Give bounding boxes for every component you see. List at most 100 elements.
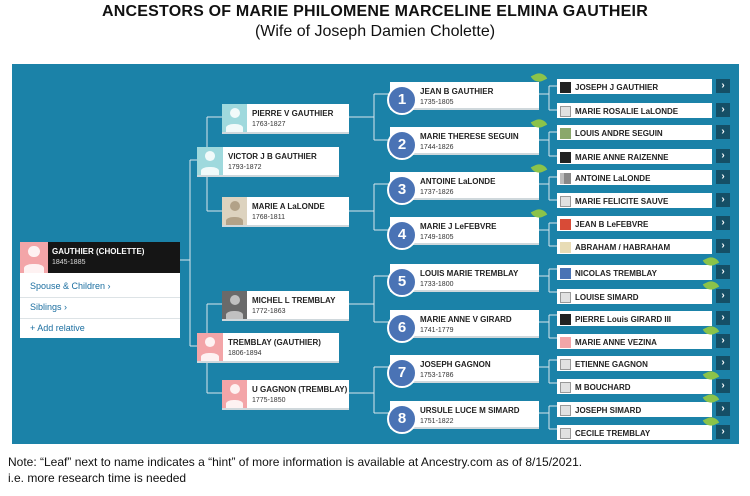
gg-grandparent-card[interactable]: MARIE ROSALIE LaLONDE	[557, 103, 712, 118]
person-dates: 1744-1826	[420, 144, 454, 151]
footnote: Note: “Leaf” next to name indicates a “h…	[8, 454, 748, 486]
expand-arrow-button[interactable]: ›	[716, 334, 730, 348]
home-person-header[interactable]: GAUTHIER (CHOLETTE) 1845-1885	[20, 242, 180, 273]
photo-thumbnail-icon	[560, 173, 571, 184]
gg-grandparent-card[interactable]: MARIE ANNE RAIZENNE	[557, 149, 712, 164]
person-name: U GAGNON (TREMBLAY)	[252, 385, 348, 394]
expand-arrow-button[interactable]: ›	[716, 79, 730, 93]
divider	[20, 318, 180, 319]
siblings-link[interactable]: Siblings ›	[30, 302, 68, 312]
home-person-name: GAUTHIER (CHOLETTE)	[52, 247, 145, 256]
photo-thumbnail-icon	[560, 106, 571, 117]
number-badge: 6	[387, 313, 417, 343]
person-name: MARIE ANNE RAIZENNE	[575, 153, 669, 162]
expand-arrow-button[interactable]: ›	[716, 103, 730, 117]
female-avatar-icon	[560, 337, 571, 348]
expand-arrow-button[interactable]: ›	[716, 170, 730, 184]
female-avatar-icon	[222, 380, 247, 408]
person-name: MARIE THERESE SEGUIN	[420, 132, 519, 141]
gg-grandparent-card[interactable]: M BOUCHARD	[557, 379, 712, 394]
person-name: PIERRE V GAUTHIER	[252, 109, 334, 118]
person-name: JOSEPH SIMARD	[575, 406, 642, 415]
expand-arrow-button[interactable]: ›	[716, 216, 730, 230]
person-dates: 1763-1827	[252, 121, 286, 128]
person-dates: 1772-1863	[252, 308, 286, 315]
home-person-dates: 1845-1885	[52, 259, 86, 266]
pedigree-panel: GAUTHIER (CHOLETTE) 1845-1885 Spouse & C…	[12, 64, 739, 444]
gg-grandparent-card[interactable]: PIERRE Louis GIRARD III	[557, 311, 712, 326]
page-subtitle: (Wife of Joseph Damien Cholette)	[254, 23, 496, 40]
person-dates: 1749-1805	[420, 234, 454, 241]
spouse-children-link[interactable]: Spouse & Children ›	[30, 281, 111, 291]
number-badge: 5	[387, 267, 417, 297]
gg-grandparent-card[interactable]: JOSEPH SIMARD	[557, 402, 712, 417]
female-avatar-icon	[197, 333, 223, 361]
expand-arrow-button[interactable]: ›	[716, 402, 730, 416]
expand-arrow-button[interactable]: ›	[716, 425, 730, 439]
expand-arrow-button[interactable]: ›	[716, 125, 730, 139]
person-dates: 1793-1872	[228, 164, 262, 171]
home-person-card[interactable]: GAUTHIER (CHOLETTE) 1845-1885 Spouse & C…	[20, 242, 180, 338]
gg-grandparent-card[interactable]: JEAN B LeFEBVRE	[557, 216, 712, 231]
expand-arrow-button[interactable]: ›	[716, 265, 730, 279]
footnote-line-1: Note: “Leaf” next to name indicates a “h…	[8, 455, 583, 469]
gg-grandparent-card[interactable]: ABRAHAM / HABRAHAM	[557, 239, 712, 254]
grandparent-card[interactable]: MICHEL L TREMBLAY 1772-1863	[222, 291, 349, 321]
photo-thumbnail-icon	[560, 242, 571, 253]
expand-arrow-button[interactable]: ›	[716, 311, 730, 325]
gg-grandparent-card[interactable]: ANTOINE LaLONDE	[557, 170, 712, 185]
photo-thumbnail-icon	[222, 197, 247, 225]
photo-thumbnail-icon	[560, 382, 571, 393]
footnote-line-2: i.e. more research time is needed	[8, 471, 187, 485]
gg-grandparent-card[interactable]: MARIE FELICITE SAUVE	[557, 193, 712, 208]
person-dates: 1735-1805	[420, 99, 454, 106]
number-badge: 3	[387, 175, 417, 205]
gg-grandparent-card[interactable]: ETIENNE GAGNON	[557, 356, 712, 371]
photo-thumbnail-icon	[560, 128, 571, 139]
coat-of-arms-icon	[560, 219, 571, 230]
person-name: MARIE ANNE VEZINA	[575, 338, 657, 347]
person-name: TREMBLAY (GAUTHIER)	[228, 338, 321, 347]
gg-grandparent-card[interactable]: NICOLAS TREMBLAY	[557, 265, 712, 280]
parent-card-mother[interactable]: TREMBLAY (GAUTHIER) 1806-1894	[197, 333, 339, 363]
person-name: CECILE TREMBLAY	[575, 429, 651, 438]
person-name: VICTOR J B GAUTHIER	[228, 152, 317, 161]
person-name: MARIE FELICITE SAUVE	[575, 197, 669, 206]
person-name: JOSEPH GAGNON	[420, 360, 491, 369]
person-dates: 1733-1800	[420, 281, 454, 288]
person-name: MARIE J LeFEBVRE	[420, 222, 497, 231]
photo-thumbnail-icon	[560, 196, 571, 207]
person-name: LOUIS MARIE TREMBLAY	[420, 269, 519, 278]
photo-thumbnail-icon	[560, 152, 571, 163]
gg-grandparent-card[interactable]: CECILE TREMBLAY	[557, 425, 712, 440]
person-name: LOUISE SIMARD	[575, 293, 639, 302]
expand-arrow-button[interactable]: ›	[716, 239, 730, 253]
number-badge: 1	[387, 85, 417, 115]
add-relative-link[interactable]: + Add relative	[30, 323, 85, 333]
divider	[20, 297, 180, 298]
person-name: JEAN B GAUTHIER	[420, 87, 494, 96]
gg-grandparent-card[interactable]: LOUISE SIMARD	[557, 289, 712, 304]
gg-grandparent-card[interactable]: LOUIS ANDRE SEGUIN	[557, 125, 712, 140]
person-name: LOUIS ANDRE SEGUIN	[575, 129, 663, 138]
grandparent-card[interactable]: PIERRE V GAUTHIER 1763-1827	[222, 104, 349, 134]
expand-arrow-button[interactable]: ›	[716, 356, 730, 370]
expand-arrow-button[interactable]: ›	[716, 289, 730, 303]
person-name: MARIE ANNE V GIRARD	[420, 315, 512, 324]
expand-arrow-button[interactable]: ›	[716, 379, 730, 393]
person-dates: 1751-1822	[420, 418, 454, 425]
photo-thumbnail-icon	[560, 405, 571, 416]
grandparent-card[interactable]: U GAGNON (TREMBLAY) 1775-1850	[222, 380, 349, 410]
expand-arrow-button[interactable]: ›	[716, 149, 730, 163]
person-name: MARIE ROSALIE LaLONDE	[575, 107, 679, 116]
expand-arrow-button[interactable]: ›	[716, 193, 730, 207]
photo-thumbnail-icon	[560, 82, 571, 93]
photo-thumbnail-icon	[560, 268, 571, 279]
person-name: MICHEL L TREMBLAY	[252, 296, 336, 305]
gg-grandparent-card[interactable]: JOSEPH J GAUTHIER	[557, 79, 712, 94]
gg-grandparent-card[interactable]: MARIE ANNE VEZINA	[557, 334, 712, 349]
person-name: ABRAHAM / HABRAHAM	[575, 243, 671, 252]
person-name: URSULE LUCE M SIMARD	[420, 406, 520, 415]
grandparent-card[interactable]: MARIE A LaLONDE 1768-1811	[222, 197, 349, 227]
parent-card-father[interactable]: VICTOR J B GAUTHIER 1793-1872	[197, 147, 339, 177]
